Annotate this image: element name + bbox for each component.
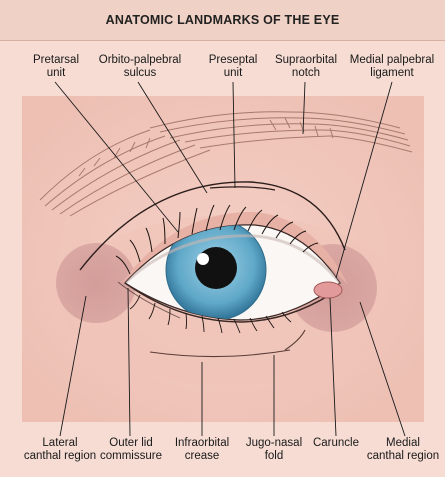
infraorbital-crease-line [149, 349, 291, 358]
leader-supraorbital [302, 81, 306, 135]
lateral-canthal-region [56, 243, 136, 323]
leader-outer-lid [127, 287, 131, 437]
caruncle [313, 281, 343, 299]
leader-pretarsal [54, 81, 179, 233]
leader-lateral-canthal [59, 295, 87, 437]
leader-medial-canthal [359, 301, 406, 437]
jugo-nasal-fold-line [284, 329, 306, 351]
upper-lid-margin [120, 211, 348, 285]
diagram-title: ANATOMIC LANDMARKS OF THE EYE [105, 13, 340, 27]
preseptal-line [209, 186, 276, 191]
title-bar: ANATOMIC LANDMARKS OF THE EYE [0, 0, 445, 41]
leader-caruncle [329, 297, 337, 437]
leader-medial-palpebral [335, 81, 393, 279]
leader-lines [54, 81, 406, 437]
eyebrow [39, 111, 413, 217]
orbito-palpebral-sulcus-line [79, 181, 346, 271]
label-caruncle: Caruncle [312, 437, 360, 449]
lower-lid-line [124, 282, 341, 323]
eye-illustration [22, 81, 424, 437]
upper-eyelashes [115, 204, 319, 275]
leader-preseptal [232, 81, 236, 189]
pupil-highlight [197, 253, 209, 265]
leader-orbito-palpebral [137, 81, 208, 194]
